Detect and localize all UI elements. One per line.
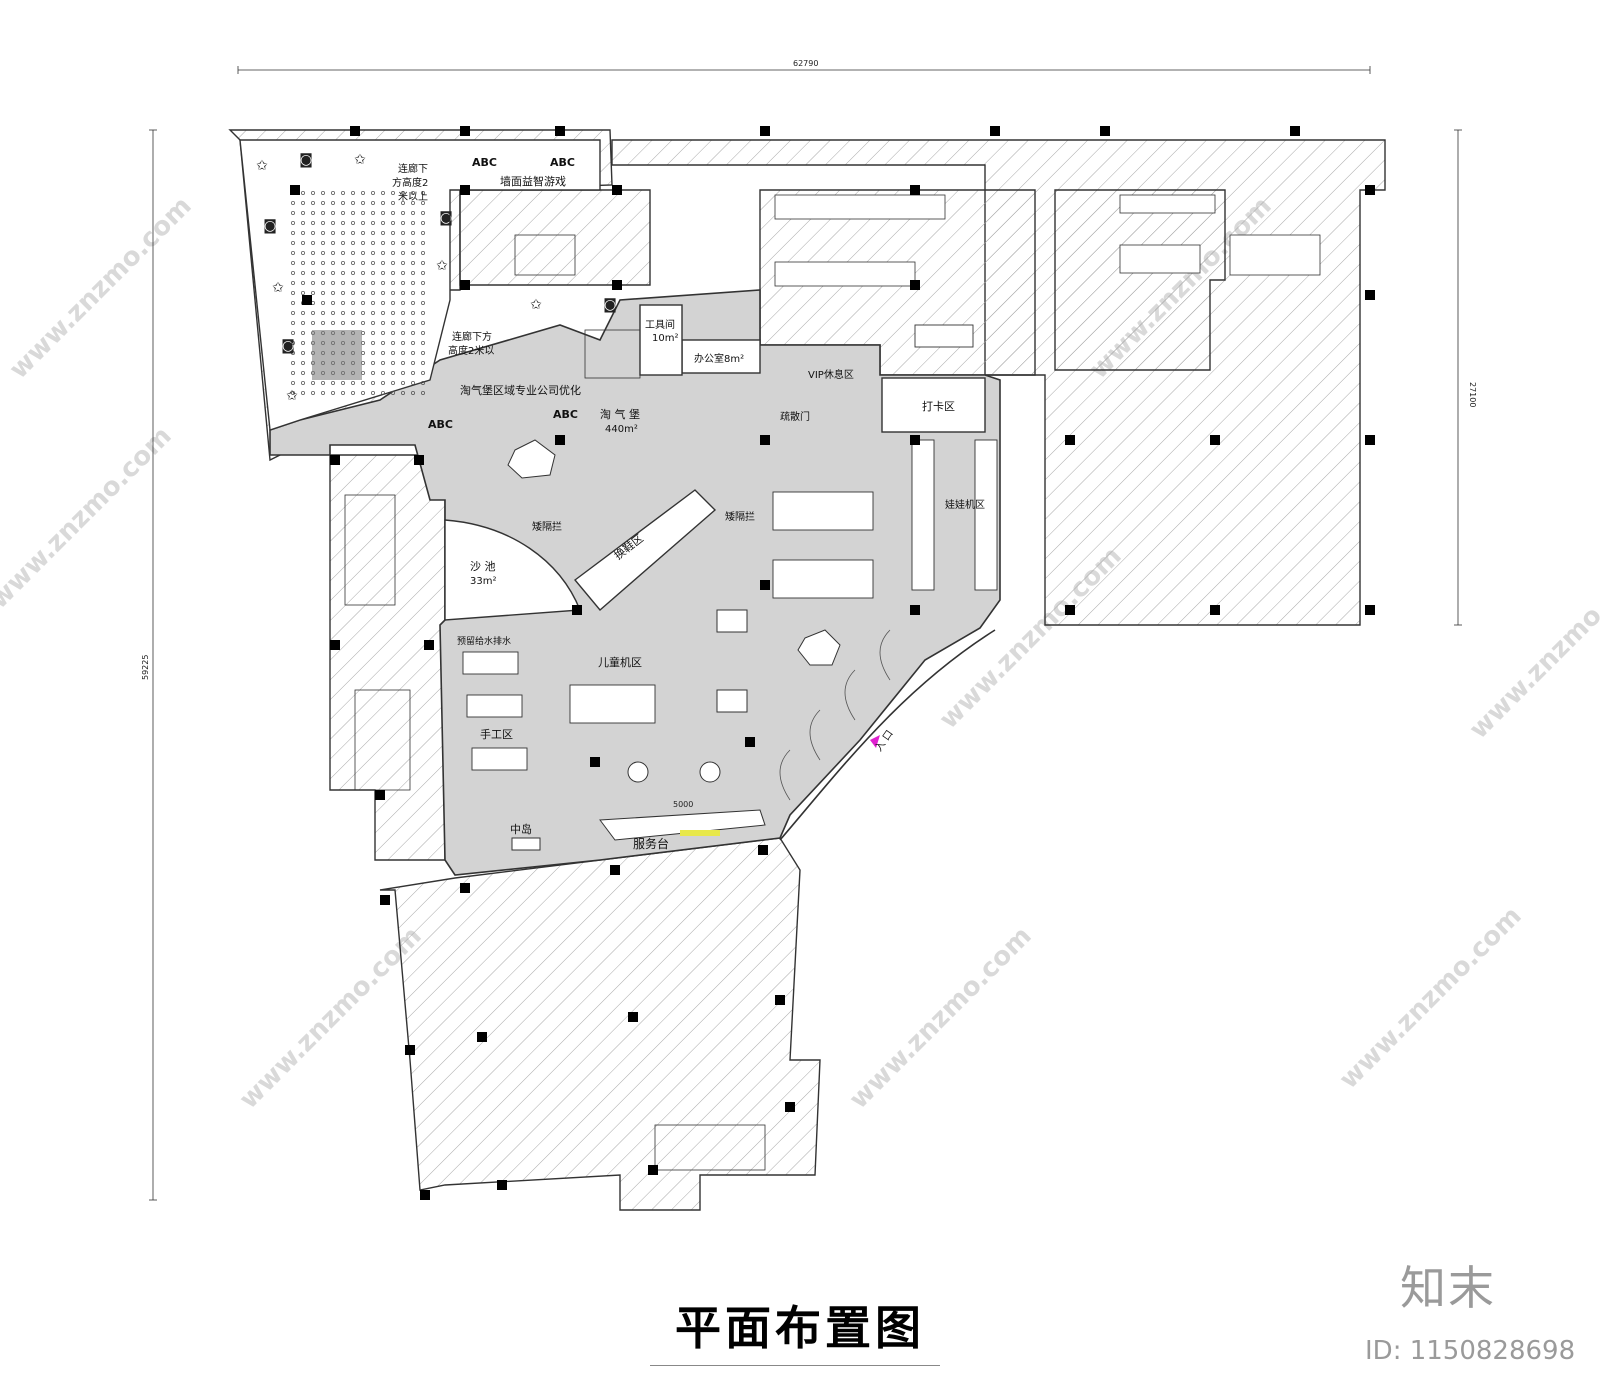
label-entrance: 入 口 (873, 728, 895, 753)
label-abc-1: ABC (472, 156, 497, 169)
label-claw-machine: 娃娃机区 (945, 498, 985, 511)
label-abc-2: ABC (550, 156, 575, 169)
label-abc-3: ABC (428, 418, 453, 431)
label-low-rail-left: 矮隔拦 (532, 520, 562, 533)
watermark-2: www.znzmo.com (0, 421, 178, 615)
watermark-5: www.znzmo.com (844, 921, 1038, 1115)
label-tool-room: 工具间 (645, 318, 675, 331)
climbing-net (290, 190, 430, 400)
label-tool-room-area: 10m² (652, 333, 678, 344)
stair-icon (344, 494, 396, 606)
kids-machines-row (569, 684, 656, 724)
table-icon (797, 629, 841, 666)
shoe-change-strip (573, 489, 717, 611)
label-sandpit: 沙 池 (470, 560, 496, 573)
table-icon (507, 439, 556, 479)
label-corridor-top-2: 方高度2 (392, 176, 428, 189)
label-corridor-top-1: 连廊下 (398, 162, 428, 175)
drawing-title: 平面布置图 (675, 1301, 925, 1355)
arcade-row-a (772, 491, 874, 531)
play-floor (269, 289, 1001, 876)
seat-icon: ◙ (281, 338, 295, 354)
label-playground-area: 440m² (605, 424, 638, 435)
watermark-1: www.znzmo.com (4, 191, 198, 385)
watermark-7: www.znzmo.com (1464, 551, 1600, 745)
title-underline (650, 1365, 940, 1366)
claw-machine-column-b (974, 439, 998, 591)
hatch-east-rooms (1054, 189, 1226, 371)
label-kids-machines: 儿童机区 (598, 655, 642, 669)
label-corridor-top-3: 米以上 (398, 190, 428, 203)
brand-id: ID: 1150828698 (1365, 1336, 1576, 1366)
checkin-room (881, 377, 986, 433)
label-checkin: 打卡区 (922, 399, 955, 413)
label-corridor-bottom-2: 高度2米以 (448, 344, 494, 357)
door-arcs (779, 629, 891, 801)
hatch-bottom-block (379, 837, 821, 1211)
label-vip-lounge: VIP休息区 (808, 368, 854, 381)
table-icon (716, 609, 748, 633)
label-abc-4: ABC (553, 408, 578, 421)
seat-icon: ◙ (263, 218, 277, 234)
label-low-rail-mid: 矮隔拦 (725, 510, 755, 523)
table-icon (699, 761, 721, 783)
label-drainage: 预留给水排水 (457, 635, 511, 647)
dimension-top: 62790 (793, 59, 818, 68)
craft-table-c (471, 747, 528, 771)
label-corridor-bottom-1: 连廊下方 (452, 330, 492, 343)
star-icon: ✩ (272, 280, 284, 296)
stair-icon (654, 1124, 766, 1171)
columns (290, 126, 1375, 1200)
watermark-4: www.znzmo.com (234, 921, 428, 1115)
counter-dimension: 5000 (673, 800, 693, 809)
star-icon: ✩ (286, 388, 298, 404)
entrance-curve (779, 629, 996, 841)
star-icon: ✩ (256, 158, 268, 174)
tool-room (639, 304, 683, 376)
label-island: 中岛 (510, 822, 532, 836)
dimension-right: 27100 (1468, 382, 1477, 407)
star-icon: ✩ (436, 258, 448, 274)
game-tables (507, 439, 841, 851)
seat-icon: ◙ (439, 210, 453, 226)
star-icon: ✩ (354, 152, 366, 168)
office-desks (914, 324, 974, 348)
dimension-left: 59225 (141, 655, 150, 680)
hatch-core (459, 189, 651, 286)
label-specialist-note: 淘气堡区域专业公司优化 (460, 383, 581, 397)
craft-table-a (462, 651, 519, 675)
brand-logo: 知末 (1400, 1261, 1496, 1315)
claw-machine-column-a (911, 439, 935, 591)
hatch-left-stairs (329, 454, 446, 861)
arcade-row-b (772, 559, 874, 599)
claw-machines (462, 324, 998, 771)
table-icon (716, 689, 748, 713)
seat-icon: ◙ (603, 297, 617, 313)
label-service-desk: 服务台 (633, 836, 669, 851)
label-evacuation-door: 疏散门 (780, 410, 810, 423)
stair-icon (584, 329, 641, 379)
island-counter (511, 837, 541, 851)
entrance-marker (870, 735, 880, 748)
craft-table-b (466, 694, 523, 718)
toilet-stalls (774, 194, 1321, 287)
label-wall-game: 墙面益智游戏 (500, 174, 566, 188)
seat-icon: ◙ (299, 152, 313, 168)
label-playground: 淘 气 堡 (600, 407, 640, 421)
label-sandpit-area: 33m² (470, 576, 496, 587)
dimension-lines (149, 66, 1462, 1201)
service-counter (599, 809, 766, 841)
pit-ball-area (312, 330, 362, 380)
counter-highlight (680, 830, 720, 836)
stair-icon (514, 234, 576, 276)
watermark-6: www.znzmo.com (1334, 901, 1528, 1095)
star-icon: ✩ (530, 297, 542, 313)
table-icon (627, 761, 649, 783)
decor-tiles: ✩ ◙ ✩ ◙ ✩ ◙ ✩ ◙ ✩ ✩ ◙ (256, 152, 617, 404)
label-office: 办公室8m² (694, 352, 744, 365)
label-crafts: 手工区 (480, 727, 513, 741)
